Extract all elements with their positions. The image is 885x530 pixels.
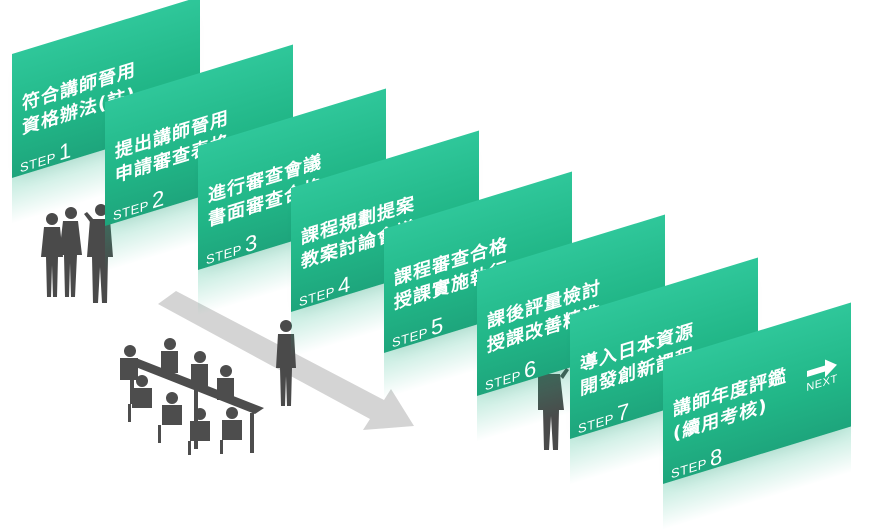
step-word: STEP: [113, 197, 149, 224]
step-word: STEP: [299, 283, 335, 310]
step-number: 8: [709, 442, 723, 472]
right-arrow-icon: [807, 359, 837, 378]
step-number: 2: [151, 184, 165, 214]
step-number: 1: [58, 136, 72, 166]
step-number: 3: [244, 228, 258, 258]
meeting-table-icon: [120, 338, 264, 455]
step-word: STEP: [392, 324, 428, 351]
step-word: STEP: [20, 149, 56, 176]
step-word: STEP: [578, 410, 614, 437]
step-number: 7: [616, 397, 630, 427]
step-word: STEP: [485, 367, 521, 394]
step-word: STEP: [206, 241, 242, 268]
next-button[interactable]: NEXT: [805, 354, 839, 394]
step-number: 5: [430, 311, 444, 341]
step-word: STEP: [671, 455, 707, 482]
step-number: 4: [337, 270, 351, 300]
people-group-icon: [41, 204, 113, 303]
step-number: 6: [523, 354, 537, 384]
